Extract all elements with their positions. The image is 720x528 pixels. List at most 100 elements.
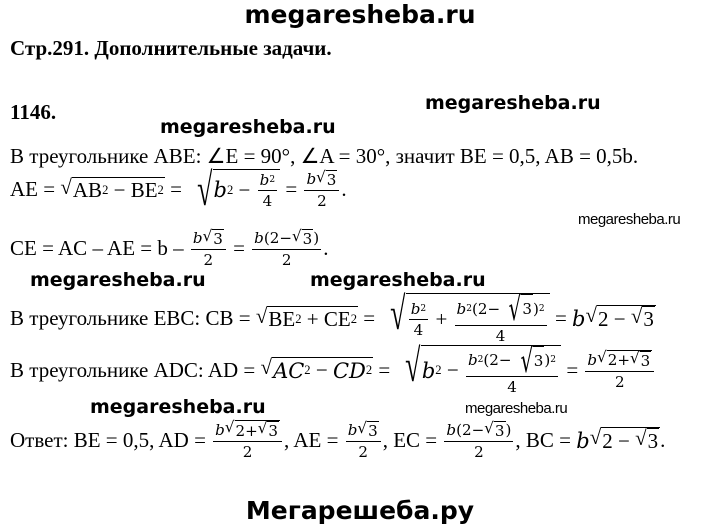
math-text: ) <box>313 229 320 248</box>
watermark-row: megaresheba.ru megaresheba.ru <box>10 396 716 420</box>
radicand: 3 <box>325 169 338 189</box>
math-text: 3 <box>522 300 532 319</box>
math-text: В треугольнике EBC: CB = <box>10 306 256 331</box>
math-text: − <box>310 358 333 383</box>
math-superscript: 2 <box>365 363 373 378</box>
math-text: 2 <box>474 442 484 461</box>
math-superscript: 2 <box>550 355 557 366</box>
watermark: megaresheba.ru <box>310 268 486 291</box>
radicand: 3 <box>642 306 655 332</box>
math-text: , AE = <box>284 428 344 453</box>
math-superscript: 2 <box>420 303 427 314</box>
math-variable: b <box>410 299 421 318</box>
radical-sign-icon: √ <box>484 418 494 437</box>
math-text: = <box>358 306 381 331</box>
solution-line-1: В треугольнике ABE: ∠E = 90°, ∠A = 30°, … <box>10 144 716 169</box>
math-square-root: √3 <box>316 169 338 189</box>
math-text: = <box>164 177 188 202</box>
math-text: 2 <box>358 442 369 461</box>
radical-sign-icon: √ <box>224 418 235 437</box>
math-text: = <box>549 306 573 331</box>
radicand: 3 <box>646 428 660 454</box>
math-text: ) <box>544 351 551 370</box>
math-text: (2− <box>263 229 293 248</box>
fraction-denominator: 2 <box>243 442 253 461</box>
radical-sign-icon: √ <box>257 419 268 438</box>
fraction-denominator: 2 <box>317 191 327 210</box>
radical-sign-icon: √ <box>202 226 213 245</box>
math-text: − <box>441 358 464 383</box>
math-text: 4 <box>495 326 506 345</box>
math-square-root: √3 <box>257 419 280 441</box>
math-variable: b <box>215 421 225 440</box>
radicand: 2+√3 <box>234 419 281 441</box>
math-fraction: b(2−√3)2 <box>252 226 322 269</box>
math-text: В треугольнике ABE: ∠E = 90°, ∠A = 30°, … <box>10 144 639 168</box>
fraction-numerator: b(2−√3) <box>252 226 322 250</box>
math-text: − <box>233 177 256 202</box>
fraction-numerator: b√3 <box>304 169 340 191</box>
radical-sign-icon: √ <box>520 340 533 380</box>
math-text: = <box>373 357 396 382</box>
math-text: 2 <box>203 250 214 269</box>
math-text: 4 <box>262 191 273 210</box>
math-superscript: 2 <box>295 311 302 326</box>
radical-sign-icon: √ <box>585 303 598 328</box>
math-text: . <box>341 177 347 202</box>
math-text: В треугольнике ADC: AD = <box>10 357 261 382</box>
math-superscript: 2 <box>102 182 109 197</box>
radical-sign-icon: √ <box>292 226 302 245</box>
math-text: 2+ <box>235 421 258 440</box>
solution-body: В треугольнике ABE: ∠E = 90°, ∠A = 30°, … <box>10 144 716 461</box>
site-header: megaresheba.ru <box>244 0 476 29</box>
math-text: , BC = <box>515 428 577 453</box>
math-variable: b <box>421 358 436 383</box>
radical-sign-icon: √ <box>260 355 273 380</box>
math-superscript: 2 <box>477 355 484 366</box>
math-square-root: √3 <box>500 291 533 325</box>
math-text: 4 <box>413 320 424 339</box>
radicand: 3 <box>521 293 533 324</box>
math-text: 3 <box>326 170 337 189</box>
math-text: − BE <box>108 177 158 202</box>
math-variable: b <box>576 428 590 453</box>
fraction-numerator: b√3 <box>190 226 226 250</box>
radical-sign-icon: √ <box>597 347 607 366</box>
math-superscript: 2 <box>435 363 442 378</box>
fraction-denominator: 2 <box>282 250 292 269</box>
math-variable: b <box>572 306 586 331</box>
radicand: 3 <box>267 421 280 441</box>
math-text: 4 <box>507 378 517 397</box>
fraction-denominator: 2 <box>474 442 484 461</box>
math-variable: b <box>467 351 478 370</box>
math-text: + CE <box>301 306 351 331</box>
math-text: 3 <box>268 422 279 441</box>
radical-sign-icon: √ <box>255 303 268 328</box>
math-square-root: √2 − √3 <box>585 303 656 332</box>
radical-sign-icon: √ <box>630 348 640 367</box>
watermark: megaresheba.ru <box>465 400 568 418</box>
math-superscript: 2 <box>269 174 276 185</box>
math-square-root: √3 <box>292 226 314 248</box>
math-text: Ответ: BE = 0,5, AD = <box>10 428 212 453</box>
math-text: (2− <box>483 351 512 370</box>
math-square-root: √3 <box>512 340 545 380</box>
radical-sign-icon: √ <box>405 339 421 391</box>
math-superscript: 2 <box>157 182 164 197</box>
radical-sign-icon: √ <box>60 174 72 199</box>
math-variable: b <box>446 421 457 440</box>
math-text: , EC = <box>382 428 443 453</box>
radical-sign-icon: √ <box>390 287 406 339</box>
math-text: ) <box>533 299 539 318</box>
